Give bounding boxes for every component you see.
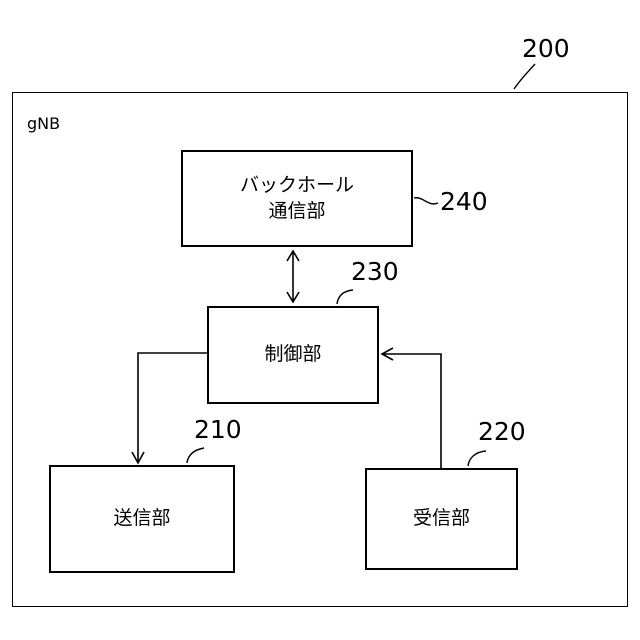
control-reference-leader [337,290,353,304]
receive-reference-leader [468,451,486,466]
backhaul-control-double-arrow [287,251,299,302]
outer-reference-leader [514,64,535,89]
control-to-transmit-arrow [132,353,207,463]
transmit-reference-leader [187,448,204,463]
backhaul-reference-leader [414,198,438,204]
receive-to-control-arrow [382,348,441,468]
